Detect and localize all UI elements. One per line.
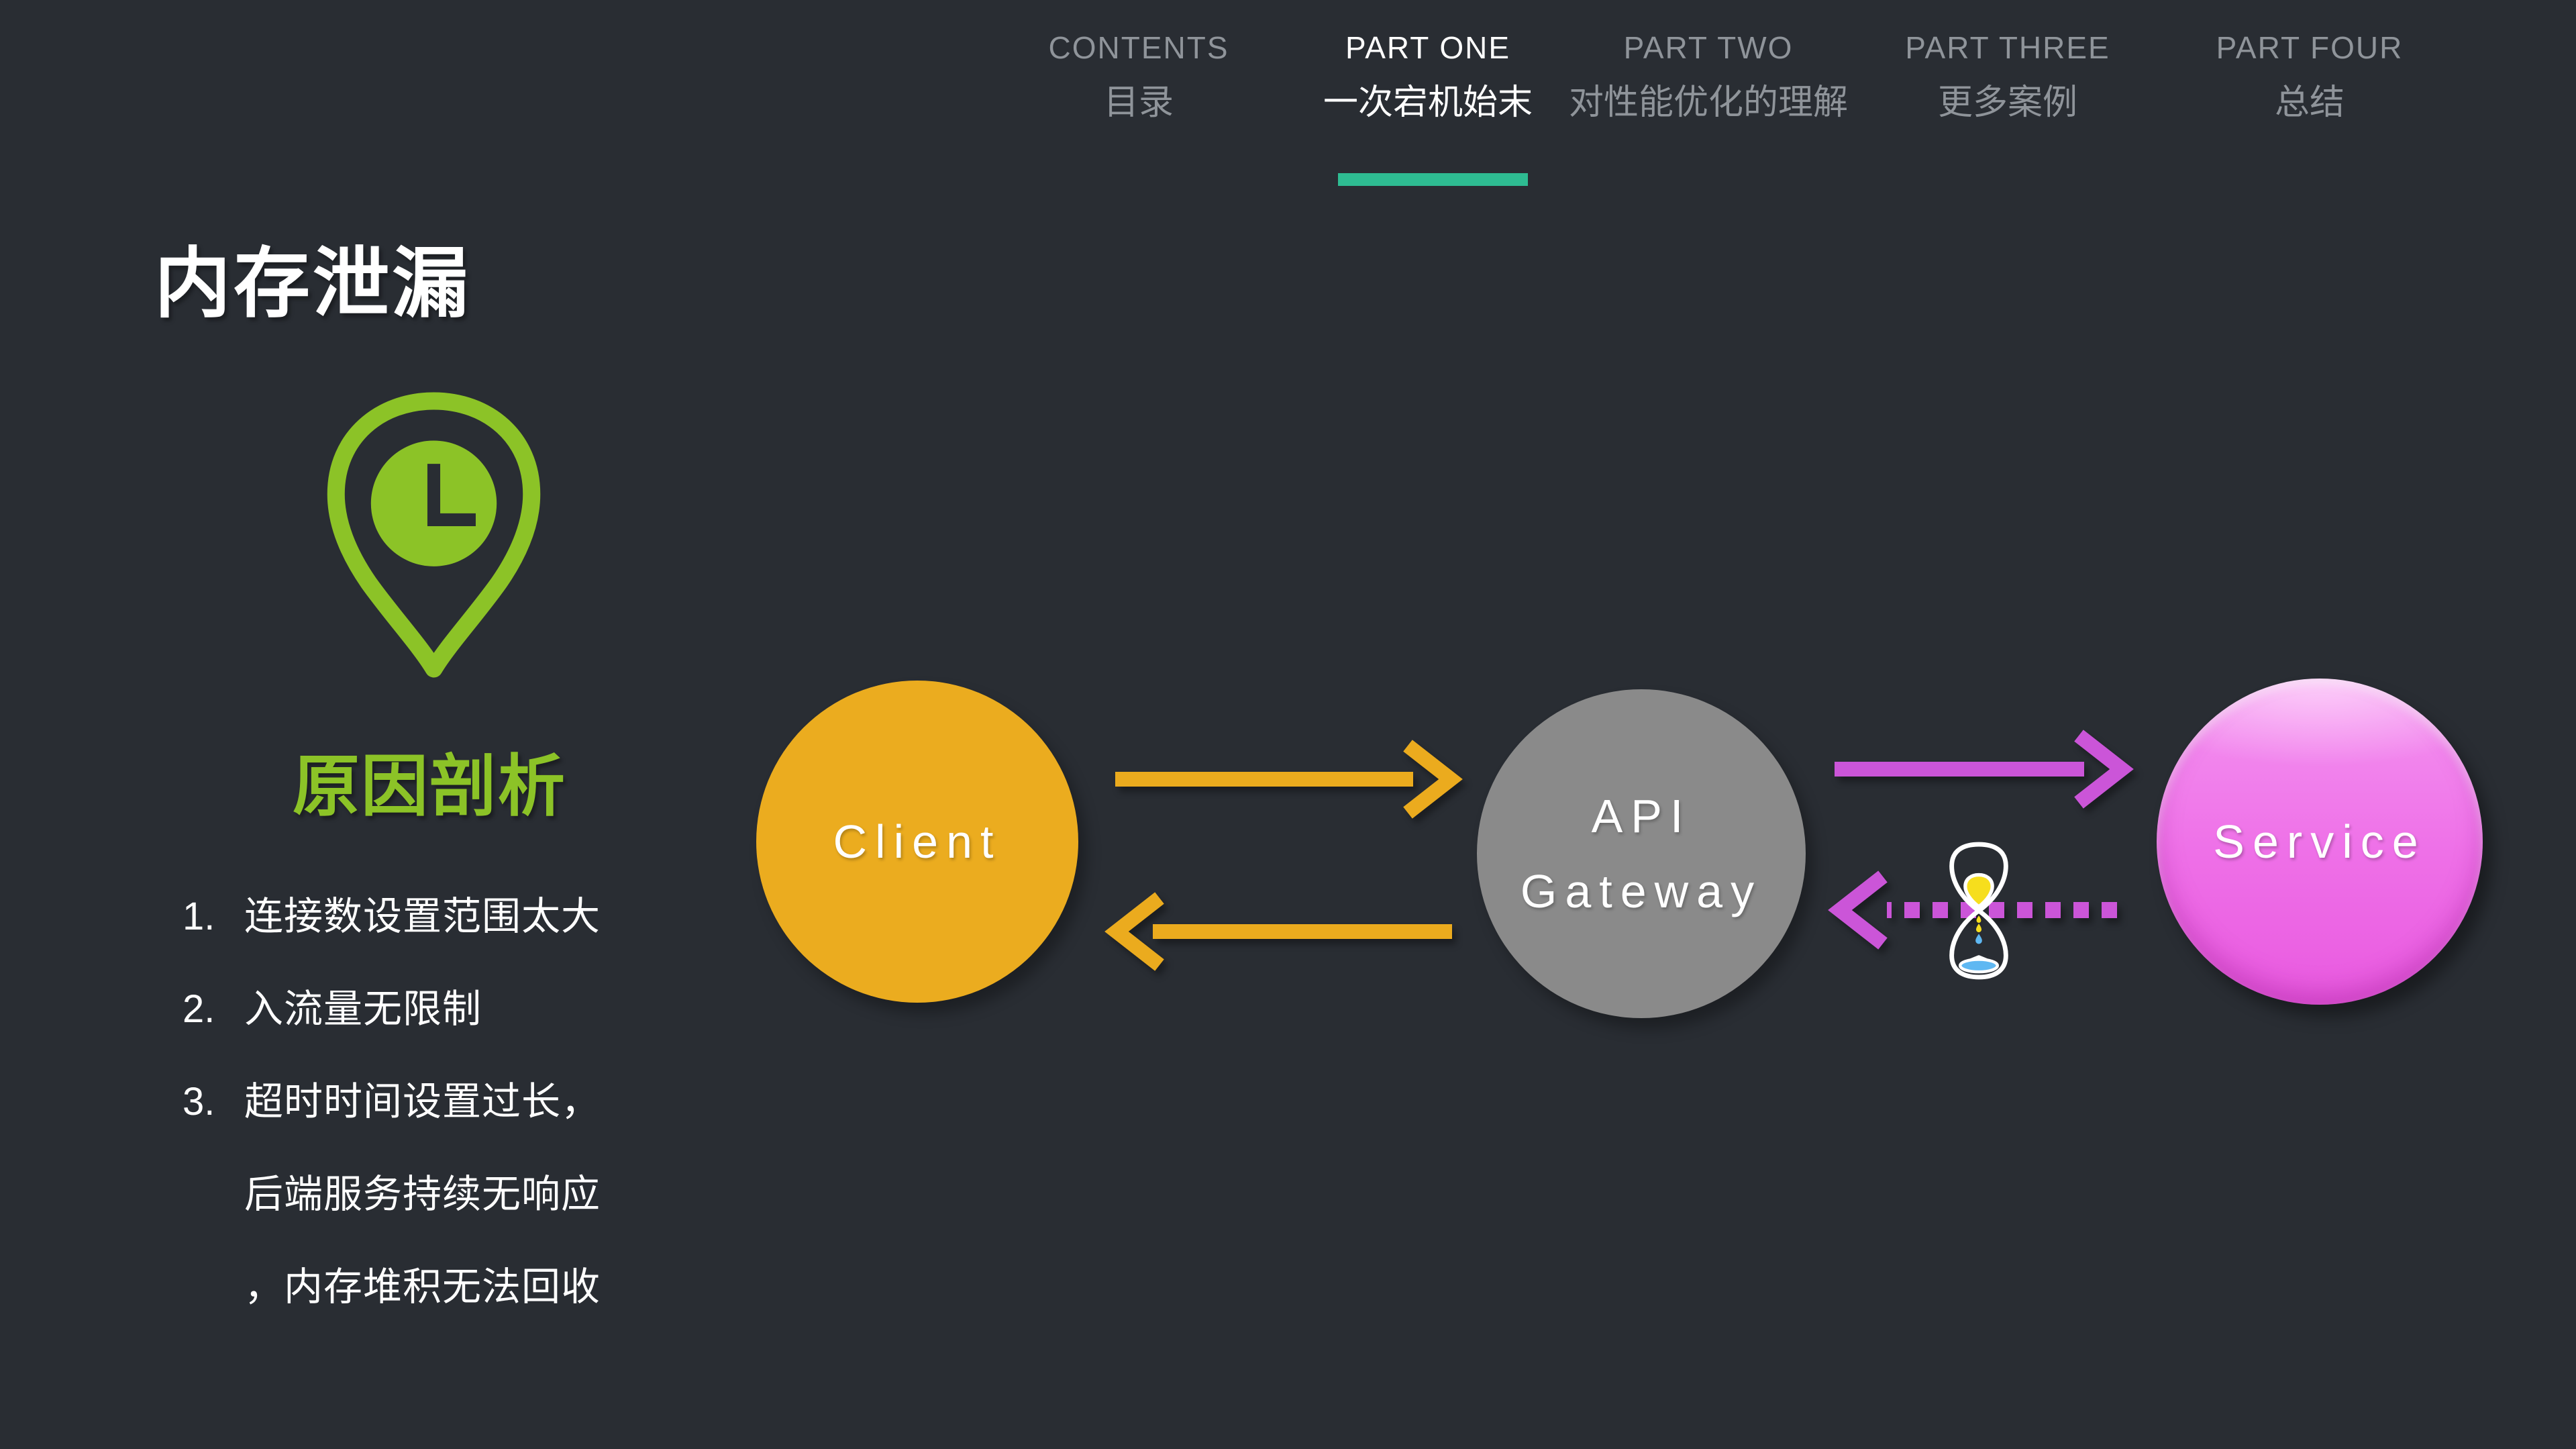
- list-number: 1.: [183, 895, 215, 938]
- nav-en-label: PART THREE: [1905, 30, 2110, 65]
- list-text: 后端服务持续无响应: [244, 1172, 601, 1216]
- nav-cn-label: 一次宕机始末: [1323, 83, 1533, 122]
- node-label: Client: [833, 815, 1002, 868]
- nav-cn-label: 对性能优化的理解: [1568, 83, 1849, 122]
- nav-item-part-three[interactable]: PART THREE 更多案例: [1905, 28, 2110, 126]
- nav-item-part-one[interactable]: PART ONE 一次宕机始末: [1323, 28, 1533, 126]
- list-item: 1. 连接数设置范围太大: [183, 870, 601, 963]
- service-node: Service: [2157, 679, 2483, 1005]
- list-item-continuation: ，内存堆积无法回收: [183, 1241, 601, 1334]
- list-item: 2. 入流量无限制: [183, 963, 601, 1056]
- list-text: ，内存堆积无法回收: [244, 1265, 601, 1309]
- active-tab-underline: [1338, 173, 1528, 186]
- node-label: Service: [2213, 815, 2426, 868]
- node-label: Gateway: [1520, 865, 1763, 917]
- cause-list: 1. 连接数设置范围太大 2. 入流量无限制 3. 超时时间设置过长， 后端服务…: [183, 870, 601, 1334]
- nav-item-part-two[interactable]: PART TWO 对性能优化的理解: [1569, 28, 1848, 126]
- nav-item-part-four[interactable]: PART FOUR 总结: [2216, 28, 2404, 126]
- gateway-to-service-arrow: [1835, 730, 2134, 809]
- gateway-to-client-arrow: [1104, 892, 1452, 971]
- nav-en-label: PART TWO: [1623, 30, 1794, 65]
- nav-en-label: PART ONE: [1345, 30, 1511, 65]
- list-text: 连接数设置范围太大: [244, 895, 601, 938]
- nav-cn-label: 总结: [2274, 83, 2345, 122]
- nav-cn-label: 目录: [1103, 83, 1174, 122]
- list-item: 3. 超时时间设置过长，: [183, 1056, 601, 1148]
- nav-en-label: CONTENTS: [1048, 30, 1229, 65]
- list-number: 2.: [183, 987, 215, 1031]
- nav-cn-label: 更多案例: [1937, 83, 2077, 122]
- page-title: 内存泄漏: [154, 242, 472, 327]
- node-label: API: [1591, 790, 1692, 842]
- clock-pin-icon: [317, 384, 550, 686]
- list-text: 超时时间设置过长，: [244, 1080, 601, 1123]
- list-number: 3.: [183, 1080, 215, 1123]
- cause-analysis-heading: 原因剖析: [293, 749, 566, 824]
- list-item-continuation: 后端服务持续无响应: [183, 1148, 601, 1241]
- client-node: Client: [756, 681, 1078, 1003]
- client-to-gateway-arrow: [1115, 740, 1463, 819]
- nav-en-label: PART FOUR: [2216, 30, 2404, 65]
- hourglass-timeout-icon: [1940, 839, 2018, 983]
- nav-item-contents[interactable]: CONTENTS 目录: [1049, 28, 1229, 126]
- list-text: 入流量无限制: [244, 987, 482, 1031]
- api-gateway-node: API Gateway: [1477, 689, 1806, 1018]
